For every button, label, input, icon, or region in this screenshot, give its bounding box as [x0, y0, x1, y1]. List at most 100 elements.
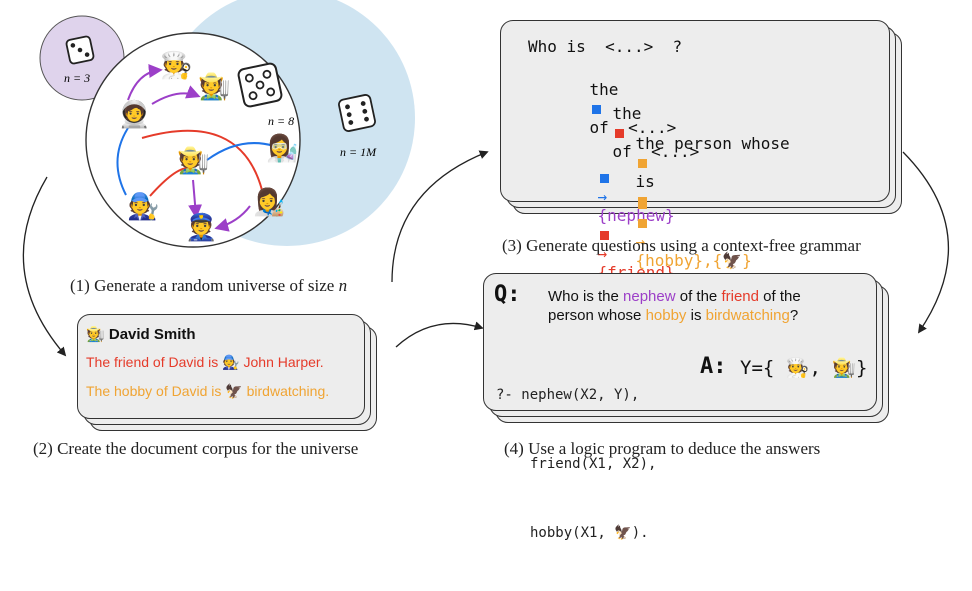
astronaut-icon: 🧑‍🚀: [118, 100, 151, 130]
edge-purple-2: [151, 85, 201, 105]
question-line-2: person whose hobby is birdwatching?: [548, 306, 801, 325]
flow-arrow-3-4: [902, 151, 950, 334]
doc-friend-line: The friend of David is 🧑‍🔧 John Harper.: [86, 354, 324, 371]
logic-card: Q: Who is the nephew of the friend of th…: [483, 273, 877, 541]
artist-icon: 👩‍🎨: [253, 188, 286, 218]
scientist-icon: 👩‍🔬: [266, 134, 299, 164]
rule-hobby-end: }: [742, 251, 752, 270]
grammar-line-3-pre: the: [612, 104, 642, 123]
caption-step-1-var: n: [338, 276, 348, 295]
prolog-line-3-pre: hobby(X1,: [530, 525, 615, 541]
answer-label: A:: [700, 354, 727, 379]
dice-3-icon: [65, 35, 95, 65]
cook-icon: 🧑‍🍳: [785, 357, 810, 379]
doc-hobby-value: birdwatching.: [246, 383, 330, 399]
doc-person-name: David Smith: [108, 326, 196, 343]
prolog-program: ?- nephew(X2, Y), friend(X1, X2), hobby(…: [496, 338, 656, 591]
farmer-woman-icon: 🧑‍🌾: [198, 72, 231, 102]
flow-arrow-2-4: [395, 321, 484, 348]
cook-icon: 🧑‍🍳: [160, 51, 193, 81]
grammar-rule-2: → {hobby},{🦅}: [597, 175, 752, 289]
grammar-line-2-pre: the: [589, 80, 619, 99]
farmer-woman-icon: 🧑‍🌾: [832, 357, 857, 379]
farmer-icon: 🧑‍🌾: [177, 146, 210, 176]
q-friend: friend: [721, 288, 759, 305]
doc-friend-text: The friend of David is: [86, 354, 219, 370]
mechanic-icon: 🧑‍🔧: [222, 355, 240, 371]
doc-hobby-text: The hobby of David is: [86, 383, 222, 399]
flow-arrow-2-3: [391, 150, 489, 283]
q-nephew: nephew: [623, 288, 676, 305]
edge-red-2: [149, 167, 189, 197]
grammar-line-4: the person whose is: [597, 115, 790, 229]
bird-icon: 🦅: [225, 384, 243, 400]
doc-friend-value: John Harper.: [243, 354, 324, 370]
q-birdwatching: birdwatching: [705, 307, 790, 324]
red-slot-icon: [614, 129, 624, 138]
blue-slot-icon: [591, 105, 601, 114]
rule-arrow: →: [597, 244, 608, 263]
edge-red-1: [141, 129, 263, 191]
question-line-1: Who is the nephew of the friend of the: [548, 287, 801, 306]
red-slot-icon: [599, 231, 609, 240]
bird-icon: 🦅: [614, 525, 632, 541]
answer-sep: ,: [809, 357, 821, 379]
doc-hobby-line: The hobby of David is 🦅 birdwatching.: [86, 383, 329, 400]
police-officer-icon: 👮: [185, 213, 218, 243]
answer-set: Y={ 🧑‍🍳, 🧑‍🌾}: [740, 356, 867, 379]
edge-purple-3: [188, 179, 203, 219]
medium-universe-label: n = 8: [268, 114, 295, 128]
grammar-line-4-mid: is: [635, 172, 655, 191]
q-part: person whose: [548, 307, 646, 324]
prolog-line-2: friend(X1, X2),: [530, 456, 657, 472]
grammar-line-3: the of <...>: [574, 85, 700, 180]
q-part: Who is the: [548, 288, 624, 305]
bird-icon: 🦅: [722, 251, 743, 270]
caption-step-3: (3) Generate questions using a context-f…: [502, 236, 861, 255]
flow-arrow-1-2: [22, 176, 67, 357]
dice-8-icon: [237, 62, 283, 108]
q-part: of the: [758, 288, 801, 305]
farmer-icon: 🧑‍🌾: [86, 325, 105, 343]
rule-nephew: {nephew}: [597, 206, 675, 225]
rule-arrow: →: [635, 232, 646, 251]
doc-title-row: 🧑‍🌾 David Smith: [86, 325, 196, 343]
grammar-line-3-post: of <...>: [612, 142, 700, 161]
prolog-line-3: hobby(X1, 🦅).: [496, 522, 656, 545]
edge-purple-1: [127, 64, 163, 101]
caption-step-1: (1) Generate a random universe of size n: [70, 276, 347, 296]
mechanic-icon: 🧑‍🔧: [127, 192, 160, 222]
answer-close: }: [856, 357, 868, 379]
q-part: is: [686, 307, 706, 324]
orange-slot-icon: [637, 219, 647, 228]
caption-step-1-text: (1) Generate a random universe of size: [70, 276, 339, 295]
grammar-line-2-post: of <...>: [589, 118, 677, 137]
large-universe-label: n = 1M: [340, 145, 377, 159]
question-label: Q:: [494, 282, 521, 307]
edge-blue-1: [116, 127, 129, 196]
q-hobby: hobby: [645, 307, 687, 324]
grammar-card: Who is <...> ? the of <...> the of <...>…: [500, 20, 890, 282]
q-part: of the: [675, 288, 722, 305]
rule-hobby: {hobby},{: [635, 251, 723, 270]
doc-card: 🧑‍🌾 David Smith The friend of David is 🧑…: [77, 314, 365, 419]
small-universe-label: n = 3: [64, 71, 91, 85]
dice-1m-icon: [338, 94, 376, 132]
answer-open: Y={: [740, 357, 775, 379]
universe-diagram: [22, 0, 950, 357]
q-part: ?: [789, 307, 799, 324]
prolog-line-1: ?- nephew(X2, Y),: [496, 387, 640, 403]
grammar-line-1: Who is <...> ?: [528, 37, 683, 56]
caption-step-2: (2) Create the document corpus for the u…: [33, 439, 359, 458]
caption-step-4: (4) Use a logic program to deduce the an…: [504, 439, 821, 458]
edge-purple-4: [214, 205, 251, 232]
orange-slot-icon: [637, 200, 647, 209]
prolog-line-3-post: ).: [631, 525, 649, 541]
rule-arrow: →: [597, 187, 608, 206]
orange-slot-icon: [637, 159, 647, 168]
blue-slot-icon: [599, 174, 609, 183]
grammar-line-2: the of <...>: [551, 61, 677, 156]
question-text: Who is the nephew of the friend of the p…: [548, 287, 801, 325]
grammar-line-4-pre: the person whose: [635, 134, 790, 153]
edge-blue-2: [206, 142, 275, 161]
